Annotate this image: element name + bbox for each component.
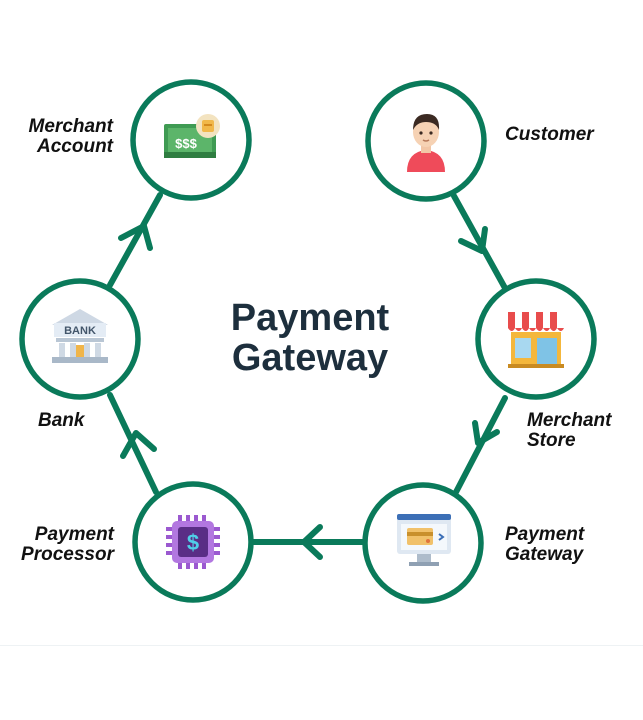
label-payment-gateway: Payment Gateway	[505, 524, 585, 565]
arrowhead-customer-to-store	[458, 226, 488, 254]
arrowheads	[118, 223, 500, 560]
customer-icon	[407, 114, 445, 172]
svg-text:$: $	[187, 530, 199, 555]
divider	[0, 645, 643, 646]
arrowhead-bank-to-account	[118, 223, 153, 251]
label-merchant-account: Merchant Account	[28, 116, 113, 157]
arrowhead-processor-to-bank	[120, 430, 157, 459]
bank-icon-text: BANK	[64, 325, 96, 337]
store-icon	[508, 312, 564, 368]
monitor-card-icon	[397, 514, 451, 566]
arrowhead-store-to-gateway	[472, 420, 500, 446]
arrowhead-gateway-to-processor	[301, 524, 323, 560]
label-merchant-store: Merchant Store	[527, 410, 612, 451]
connector-bank-to-account	[107, 192, 163, 288]
cash-icon-text: $$$	[175, 136, 197, 151]
label-payment-processor: Payment Processor	[21, 524, 114, 565]
label-customer: Customer	[505, 124, 594, 145]
connectors	[107, 192, 508, 545]
chip-dollar-icon: $	[166, 515, 220, 569]
bank-icon: BANK	[52, 309, 108, 363]
label-bank: Bank	[38, 410, 85, 431]
connector-store-to-gateway	[452, 395, 508, 497]
diagram-title: Payment Gateway	[230, 297, 390, 379]
cash-icon: $$$	[164, 114, 220, 158]
connector-customer-to-store	[451, 193, 508, 291]
